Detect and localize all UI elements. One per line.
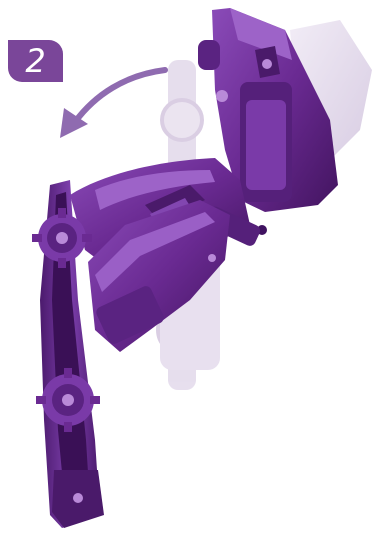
- curved-arrow-left-icon: [60, 70, 165, 138]
- cage-tail: [52, 470, 104, 528]
